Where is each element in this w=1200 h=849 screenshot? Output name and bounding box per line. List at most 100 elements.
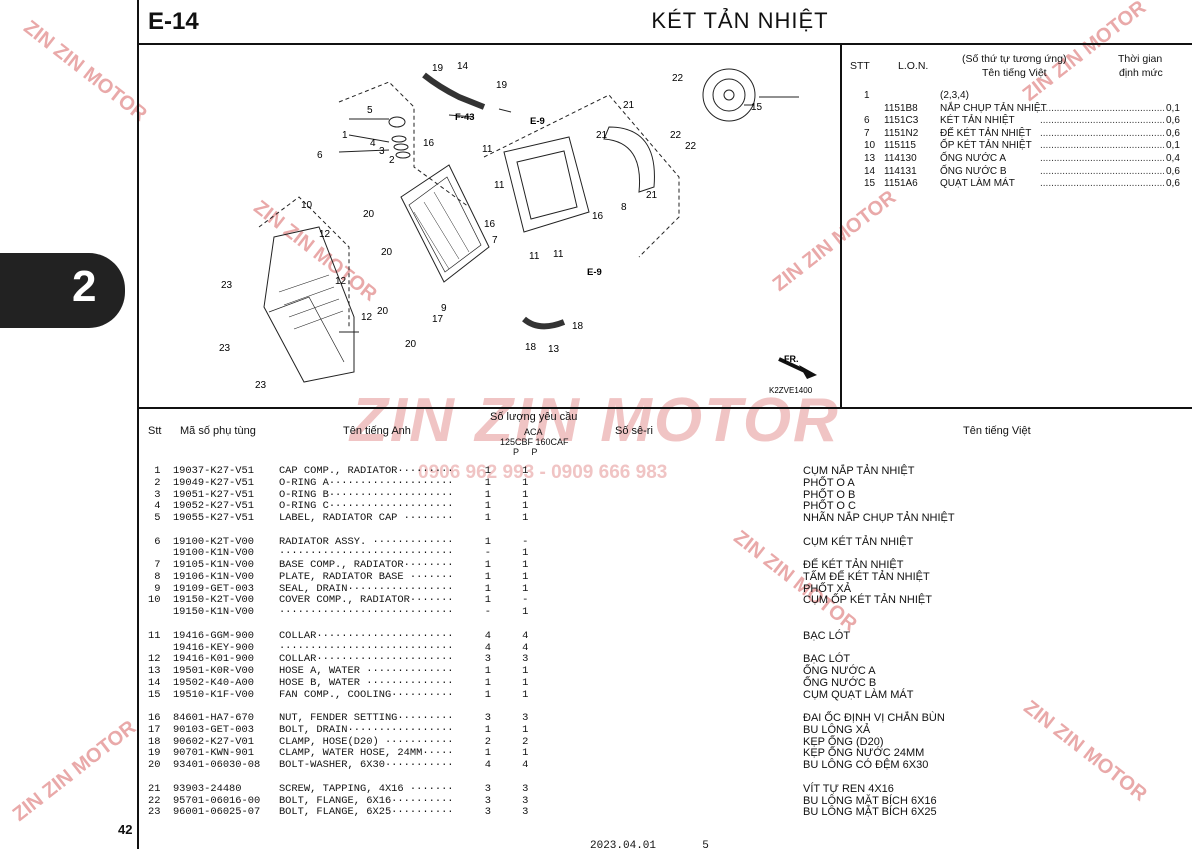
- part-row-vietnamese: CỤM QUẠT LÀM MÁT: [803, 688, 914, 701]
- side-row-leader: ........................................…: [1040, 102, 1164, 114]
- exploded-diagram: FR. K2ZVE1400 F-43 E-9 E-9 19 14 19 22 1…: [219, 61, 817, 395]
- part-row-vietnamese: KẸP ỐNG (D20): [803, 735, 884, 748]
- side-row-lon: 115115: [884, 140, 916, 152]
- ref-e9: E-9: [530, 116, 545, 127]
- part-row: 8 19106-K1N-V00 PLATE, RADIATOR BASE ···…: [148, 570, 529, 583]
- side-row-time: 0,6: [1166, 115, 1180, 127]
- callout: 22: [672, 73, 684, 84]
- part-row-vietnamese: PHỐT XẢ: [803, 582, 852, 595]
- part-row: 4 19052-K27-V51 O-RING C················…: [148, 500, 529, 513]
- side-row-lon: 1151B8: [884, 102, 918, 114]
- part-row-vietnamese: BU LÔNG XẢ: [803, 723, 871, 736]
- part-row: 21 93903-24480 SCREW, TAPPING, 4X16 ····…: [148, 782, 529, 795]
- callout: 18: [525, 342, 537, 353]
- side-row-lon: 1151N2: [884, 127, 919, 139]
- col-desc-2: Tên tiếng Việt: [982, 67, 1047, 79]
- parts-col-pp: P P: [513, 447, 538, 457]
- part-row: 12 19416-K01-900 COLLAR·················…: [148, 653, 529, 666]
- side-row-name: ỐNG NƯỚC A: [940, 153, 1007, 164]
- side-row-name: ỐP KÉT TẢN NHIỆT: [940, 140, 1032, 152]
- part-row-vietnamese: ỐNG NƯỚC A: [803, 665, 876, 678]
- side-row-stt: 14: [864, 165, 876, 177]
- part-row: 22 95701-06016-00 BOLT, FLANGE, 6X16····…: [148, 794, 529, 807]
- side-row-name: ỐNG NƯỚC B: [940, 165, 1007, 177]
- callout: 20: [363, 209, 375, 220]
- part-row: 19416-KEY-900 ··························…: [148, 641, 529, 654]
- part-row-vietnamese: PHỐT O A: [803, 476, 855, 489]
- side-row-lon: 1151A6: [884, 178, 918, 190]
- part-row: 7 19105-K1N-V00 BASE COMP., RADIATOR····…: [148, 559, 529, 572]
- part-row: 1 19037-K27-V51 CAP COMP., RADIATOR·····…: [148, 465, 529, 477]
- part-row: 11 19416-GGM-900 COLLAR·················…: [148, 629, 529, 642]
- part-row-vietnamese: KẸP ỐNG NƯỚC 24MM: [803, 747, 925, 760]
- parts-col-models: 125CBF 160CAF: [500, 437, 569, 447]
- callout: 6: [317, 150, 323, 161]
- callout: 17: [432, 314, 444, 325]
- side-row-leader: ........................................…: [1040, 115, 1164, 127]
- page-frame: [137, 0, 1192, 849]
- callout: 13: [548, 344, 560, 355]
- side-row-name: QUẠT LÀM MÁT: [940, 178, 1015, 190]
- part-row-vietnamese: PHỐT O C: [803, 500, 856, 513]
- divider-vertical: [840, 45, 842, 409]
- part-row: 5 19055-K27-V51 LABEL, RADIATOR CAP ····…: [148, 512, 529, 525]
- callout: 5: [367, 105, 373, 116]
- col-lon: L.O.N.: [898, 60, 929, 72]
- callout: 20: [405, 339, 417, 350]
- callout: 19: [496, 80, 508, 91]
- side-row-time: 0,6: [1166, 165, 1180, 177]
- side-row-time: 0,1: [1166, 102, 1180, 114]
- part-row-vietnamese: BẠC LÓT: [803, 629, 851, 642]
- callout: 11: [529, 251, 540, 262]
- parts-col-vietnamese: Tên tiếng Việt: [963, 425, 1031, 437]
- parts-col-partno: Mã số phụ tùng: [180, 425, 256, 437]
- callout: 22: [670, 130, 682, 141]
- ref-e9: E-9: [587, 267, 602, 278]
- callout: 2: [389, 155, 395, 166]
- side-row-lon: 114131: [884, 165, 917, 177]
- part-row: 2 19049-K27-V51 O-RING A················…: [148, 476, 529, 489]
- side-row-name: ĐẾ KÉT TẢN NHIỆT: [940, 127, 1032, 139]
- part-row-vietnamese: ĐẾ KÉT TẢN NHIỆT: [803, 559, 904, 572]
- callout: 10: [301, 200, 313, 211]
- side-row-stt: 10: [864, 140, 876, 152]
- part-row: 13 19501-K0R-V00 HOSE A, WATER ·········…: [148, 665, 529, 678]
- parts-col-qty: Số lượng yêu cầu: [490, 411, 578, 423]
- part-row: 18 90602-K27-V01 CLAMP, HOSE(D20) ······…: [148, 735, 529, 748]
- part-row: 23 96001-06025-07 BOLT, FLANGE, 6X25····…: [148, 806, 529, 819]
- callout: 20: [381, 247, 393, 258]
- callout: 21: [596, 130, 608, 141]
- part-row-vietnamese: CỤM KÉT TẢN NHIỆT: [803, 535, 914, 548]
- part-row: 19100-K1N-V00 ··························…: [148, 547, 529, 560]
- callout: 23: [221, 280, 233, 291]
- callout: 8: [621, 202, 627, 213]
- parts-col-english: Tên tiếng Anh: [343, 425, 411, 437]
- part-row-vietnamese: TẤM ĐẾ KÉT TẢN NHIỆT: [803, 570, 930, 583]
- page-number: 42: [118, 822, 133, 837]
- chapter-number: 2: [72, 262, 97, 311]
- callout: 12: [335, 276, 347, 287]
- diagram-code: K2ZVE1400: [769, 386, 813, 395]
- callout: 21: [623, 100, 635, 111]
- callout: 12: [319, 229, 331, 240]
- ref-f43: F-43: [455, 112, 475, 123]
- side-row-name: (2,3,4): [940, 90, 969, 101]
- callout: 18: [572, 321, 584, 332]
- part-row: 20 93401-06030-08 BOLT-WASHER, 6X30·····…: [148, 759, 529, 772]
- side-row-lon: 114130: [884, 153, 917, 164]
- footer-date: 2023.04.01 5: [590, 840, 709, 849]
- callout: 1: [342, 130, 348, 141]
- callout: 19: [432, 63, 444, 74]
- part-row-vietnamese: BU LÔNG MẶT BÍCH 6X16: [803, 794, 937, 807]
- col-time-2: định mức: [1119, 67, 1163, 79]
- section-code: E-14: [148, 8, 199, 35]
- watermark-small: ZIN ZIN MOTOR: [19, 16, 151, 126]
- watermark-small: ZIN ZIN MOTOR: [8, 716, 141, 826]
- side-row-lon: 1151C3: [884, 115, 919, 127]
- part-row-vietnamese: BU LÔNG CÓ ĐỆM 6X30: [803, 759, 929, 772]
- callout: 22: [685, 141, 697, 152]
- part-row: 19 90701-KWN-901 CLAMP, WATER HOSE, 24MM…: [148, 747, 529, 760]
- side-row-name: NẮP CHỤP TẢN NHIỆT: [940, 102, 1047, 114]
- side-row-stt: 15: [864, 178, 876, 190]
- side-row-time: 0,1: [1166, 140, 1180, 152]
